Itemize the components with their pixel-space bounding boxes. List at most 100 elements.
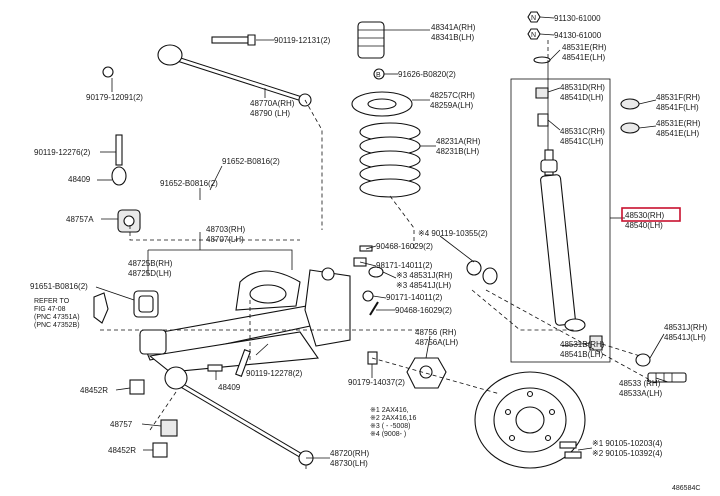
label-90179-14037: 90179-14037(2) — [348, 378, 405, 387]
label-91130-61000: 91130-61000 — [554, 14, 601, 23]
bushing-48452r-lower-icon — [152, 442, 168, 458]
note-2: ※2 2AX416,16 — [370, 415, 416, 422]
lower-bushing-icon — [589, 335, 603, 351]
label-48409-upper: 48409 — [68, 175, 91, 184]
label-48725d: 48725D(LH) — [128, 269, 172, 278]
hub-bolt-icon — [559, 441, 582, 459]
label-90119-12131: 90119-12131(2) — [274, 36, 331, 45]
nut-small-icon — [362, 290, 374, 302]
label-48531f: 48531F(RH) — [656, 93, 700, 102]
label-90119-12278: 90119-12278(2) — [246, 369, 303, 378]
bolt-upper-icon — [211, 34, 256, 46]
label-91652-b0816-a: 91652-B0816(2) — [222, 157, 280, 166]
bolt-48409-lower-icon — [207, 364, 223, 372]
label-48533a: 48533A(LH) — [619, 389, 662, 398]
label-90105-10203: ※1 90105-10203(4) — [592, 439, 663, 448]
label-48541b: 48541B(LH) — [560, 350, 603, 359]
bushing-48757a-icon — [117, 209, 141, 233]
shock-absorber-icon — [540, 149, 586, 332]
label-48533: 48533 (RH) — [619, 379, 661, 388]
label-48531e-side: 48531E(RH) — [656, 119, 701, 128]
label-48730: 48730(LH) — [330, 459, 368, 468]
label-48757a: 48757A — [66, 215, 94, 224]
label-98171-14011: 98171-14011(2) — [376, 261, 433, 270]
cushion-pair-icon — [466, 260, 498, 285]
label-48531j-note: ※3 48531J(RH) — [396, 271, 453, 280]
label-48757: 48757 — [110, 420, 133, 429]
refer-fig-label: FIG 47-08 — [34, 306, 66, 313]
label-48341a: 48341A(RH) — [431, 23, 476, 32]
label-91651-b0816: 91651-B0816(2) — [30, 282, 88, 291]
note-1: ※1 2AX416, — [370, 407, 409, 414]
refer-pnc-2: (PNC 47352B) — [34, 322, 80, 329]
bushing-48452r-icon — [129, 379, 145, 395]
label-90119-10355: ※4 90119-10355(2) — [418, 229, 488, 238]
label-48530: 48530(RH) — [625, 211, 664, 220]
nut-icon — [102, 66, 114, 78]
refer-pnc-1: (PNC 47351A) — [34, 314, 80, 321]
label-48540: 48540(LH) — [625, 221, 663, 230]
label-48452r-lower: 48452R — [108, 446, 136, 455]
label-48541f: 48541F(LH) — [656, 103, 699, 112]
bushing-48725b-icon — [133, 290, 159, 318]
note-3: ※3 ( - -5008) — [370, 423, 411, 430]
rear-axle-beam-icon — [139, 267, 351, 373]
label-90179-12091: 90179-12091(2) — [86, 93, 143, 102]
lateral-rod-lower-icon — [164, 366, 314, 466]
label-48541d: 48541D(LH) — [560, 93, 604, 102]
label-48257c: 48257C(RH) — [430, 91, 475, 100]
label-48531d: 48531D(RH) — [560, 83, 605, 92]
label-90105-10392: ※2 90105-10392(4) — [592, 449, 663, 458]
svg-text:B: B — [376, 72, 381, 79]
label-48231b: 48231B(LH) — [436, 147, 479, 156]
label-48756a: 48756A(LH) — [415, 338, 458, 347]
label-48531b: 48531B(RH) — [560, 340, 605, 349]
label-48790: 48790 (LH) — [250, 109, 290, 118]
upper-cushion-icon — [537, 113, 549, 127]
label-48756: 48756 (RH) — [415, 328, 457, 337]
label-90119-12276: 90119-12276(2) — [34, 148, 91, 157]
label-91626-b0820: 91626-B0820(2) — [398, 70, 456, 79]
bushing-j-icon — [635, 353, 651, 367]
svg-text:N: N — [531, 32, 536, 39]
svg-text:N: N — [531, 15, 536, 22]
bolt-icon: B — [373, 68, 385, 80]
nut-lower-icon: N — [527, 28, 541, 40]
label-48725b: 48725B(RH) — [128, 259, 173, 268]
label-91652-b0816-b: 91652-B0816(2) — [160, 179, 218, 188]
label-48770a: 48770A(RH) — [250, 99, 295, 108]
label-48703: 48703(RH) — [206, 225, 245, 234]
label-48541e-side: 48541E(LH) — [656, 129, 699, 138]
label-90468-16029-b: 90468-16029(2) — [395, 306, 452, 315]
label-48341b: 48341B(LH) — [431, 33, 474, 42]
label-48531j: 48531J(RH) — [664, 323, 707, 332]
spring-insulator-icon — [351, 91, 413, 117]
coil-spring-icon — [359, 122, 421, 198]
label-48720: 48720(RH) — [330, 449, 369, 458]
label-48541j-note: ※3 48541J(LH) — [396, 281, 452, 290]
highlight-48530 — [621, 207, 681, 222]
retainer-f-icon — [620, 98, 640, 110]
spacer-icon — [359, 245, 373, 252]
bump-stopper-icon — [357, 21, 385, 59]
bolt-lower-icon — [235, 349, 251, 377]
label-48541c: 48541C(LH) — [560, 137, 604, 146]
refer-to-label: REFER TO — [34, 298, 70, 305]
label-48231a: 48231A(RH) — [436, 137, 481, 146]
bracket-icon — [93, 292, 109, 324]
upper-bushing-icon — [535, 87, 549, 99]
label-48531e-top: 48531E(RH) — [562, 43, 607, 52]
label-48541e-top: 48541E(LH) — [562, 53, 605, 62]
brake-backing-plate-icon — [474, 371, 586, 469]
label-94130-61000: 94130-61000 — [554, 31, 602, 40]
pin-icon — [369, 301, 379, 316]
label-48707: 48707(LH) — [206, 235, 244, 244]
label-48541j: 48541J(LH) — [664, 333, 706, 342]
retainer-e-icon — [620, 122, 640, 134]
label-90171-14011: 90171-14011(2) — [386, 293, 443, 302]
bolt-48409-icon — [111, 134, 127, 186]
diagram-id: 486584C — [672, 485, 700, 492]
label-48531c: 48531C(RH) — [560, 127, 605, 136]
